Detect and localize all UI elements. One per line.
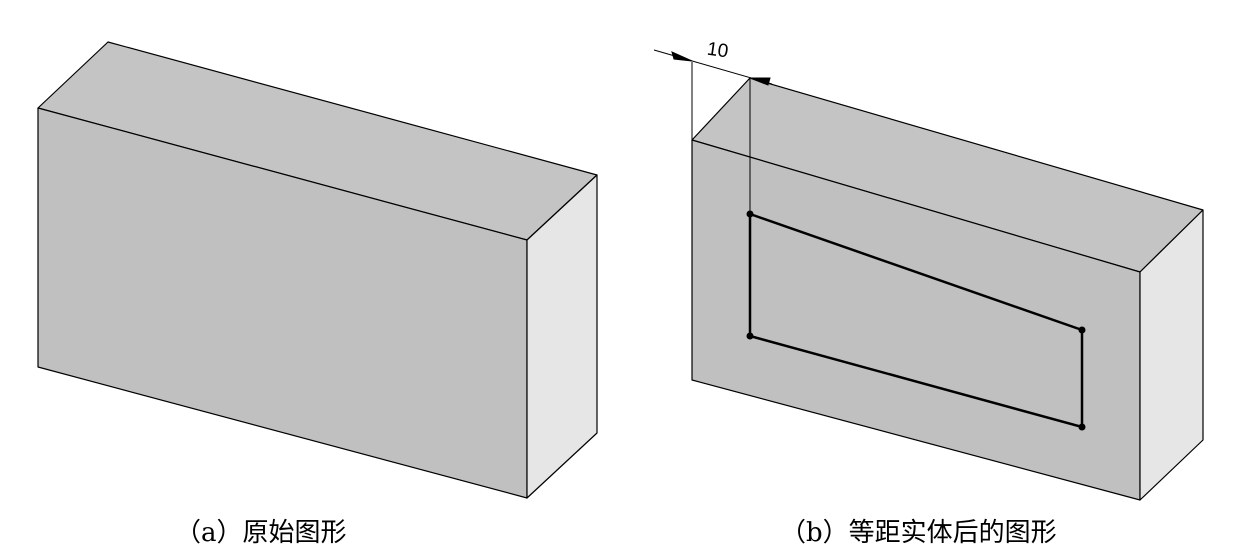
sketch-point [1078,423,1086,431]
dimension [653,49,773,214]
arrow-icon [749,77,771,86]
caption-a: （a）原始图形 [175,518,347,548]
box-offset [691,77,1204,501]
arrow-icon [671,51,693,62]
box-original [37,41,598,499]
box-a-side-face [526,174,598,499]
sketch-point [746,332,754,340]
caption-b: （b）等距实体后的图形 [780,518,1057,548]
sketch-point [1078,326,1086,334]
box-b-side-face [1139,209,1204,501]
dimension-value: 10 [705,38,730,63]
